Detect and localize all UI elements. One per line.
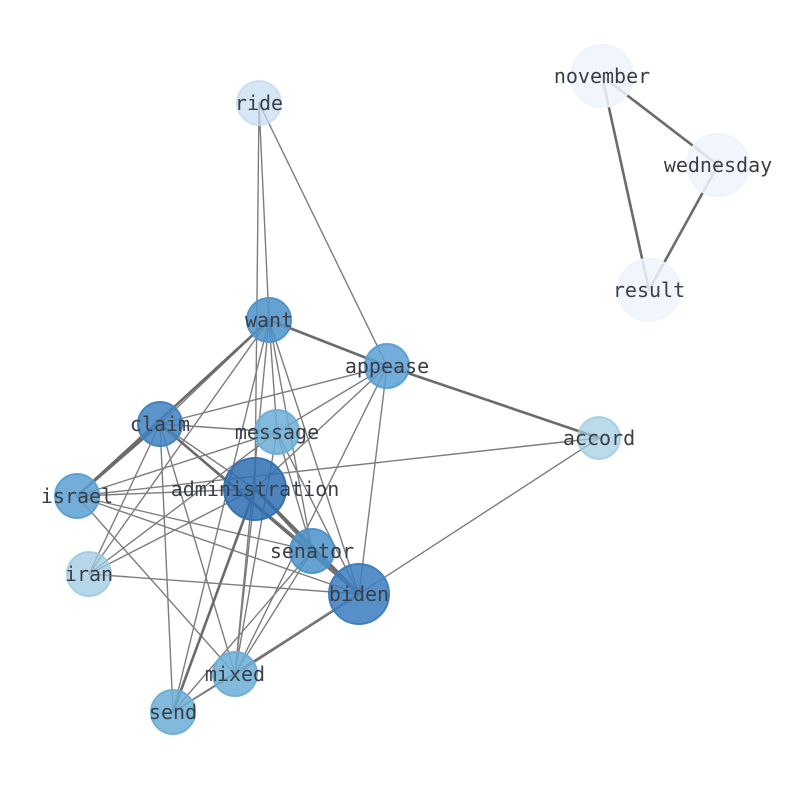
node-want bbox=[246, 297, 292, 343]
node-ride bbox=[236, 80, 282, 126]
node-label-biden: biden bbox=[329, 582, 389, 606]
edge-appease-accord bbox=[385, 364, 601, 440]
edge-ride-appease bbox=[258, 102, 388, 367]
edge-want-biden bbox=[268, 319, 360, 595]
node-wednesday bbox=[686, 133, 750, 197]
edge-want-send bbox=[172, 319, 270, 713]
edge-ride-want bbox=[258, 102, 270, 321]
node-label-appease: appease bbox=[345, 354, 429, 378]
node-label-accord: accord bbox=[563, 426, 635, 450]
edge-israel-biden bbox=[76, 495, 360, 595]
node-accord bbox=[577, 416, 621, 460]
edge-israel-mixed bbox=[76, 495, 236, 675]
node-label-administration: administration bbox=[171, 477, 340, 501]
node-label-israel: israel bbox=[41, 484, 113, 508]
node-label-ride: ride bbox=[235, 91, 283, 115]
edges-layer bbox=[75, 74, 720, 714]
node-label-claim: claim bbox=[130, 412, 190, 436]
edge-iran-biden bbox=[88, 573, 360, 595]
edge-appease-mixed bbox=[234, 365, 388, 675]
node-label-send: send bbox=[149, 700, 197, 724]
edge-senator-send bbox=[172, 550, 313, 713]
edge-appease-biden bbox=[358, 365, 388, 595]
edge-message-iran bbox=[88, 431, 278, 575]
node-claim bbox=[137, 401, 183, 447]
node-israel bbox=[54, 473, 100, 519]
node-label-want: want bbox=[245, 308, 293, 332]
node-label-november: november bbox=[554, 64, 650, 88]
node-senator bbox=[289, 528, 335, 574]
node-result bbox=[617, 258, 681, 322]
edge-israel-senator bbox=[76, 495, 313, 552]
node-iran bbox=[66, 551, 112, 597]
edge-administration-send bbox=[171, 487, 257, 714]
node-november bbox=[570, 44, 634, 108]
edge-accord-biden bbox=[358, 437, 600, 595]
edge-accord-israel bbox=[76, 437, 600, 497]
edge-claim-iran bbox=[88, 423, 161, 575]
node-appease bbox=[364, 343, 410, 389]
edge-claim-mixed bbox=[159, 423, 236, 675]
node-label-result: result bbox=[613, 278, 685, 302]
node-message bbox=[254, 409, 300, 455]
edge-want-iran bbox=[88, 319, 270, 575]
labels-layer: ride want appease claim message accord israel a… bbox=[41, 64, 772, 724]
edge-claim-send bbox=[159, 423, 174, 713]
edge-appease-claim bbox=[159, 365, 388, 425]
nodes-layer bbox=[54, 44, 750, 735]
edge-senator-mixed bbox=[234, 550, 313, 675]
node-label-wednesday: wednesday bbox=[664, 153, 772, 177]
node-label-iran: iran bbox=[65, 562, 113, 586]
node-label-message: message bbox=[235, 420, 319, 444]
edge-message-israel bbox=[76, 431, 278, 497]
node-biden bbox=[328, 563, 390, 625]
node-administration bbox=[223, 457, 287, 521]
node-label-senator: senator bbox=[270, 539, 354, 563]
edge-november-result bbox=[600, 74, 651, 292]
node-mixed bbox=[212, 651, 258, 697]
node-label-mixed: mixed bbox=[205, 662, 265, 686]
node-send bbox=[150, 689, 196, 735]
